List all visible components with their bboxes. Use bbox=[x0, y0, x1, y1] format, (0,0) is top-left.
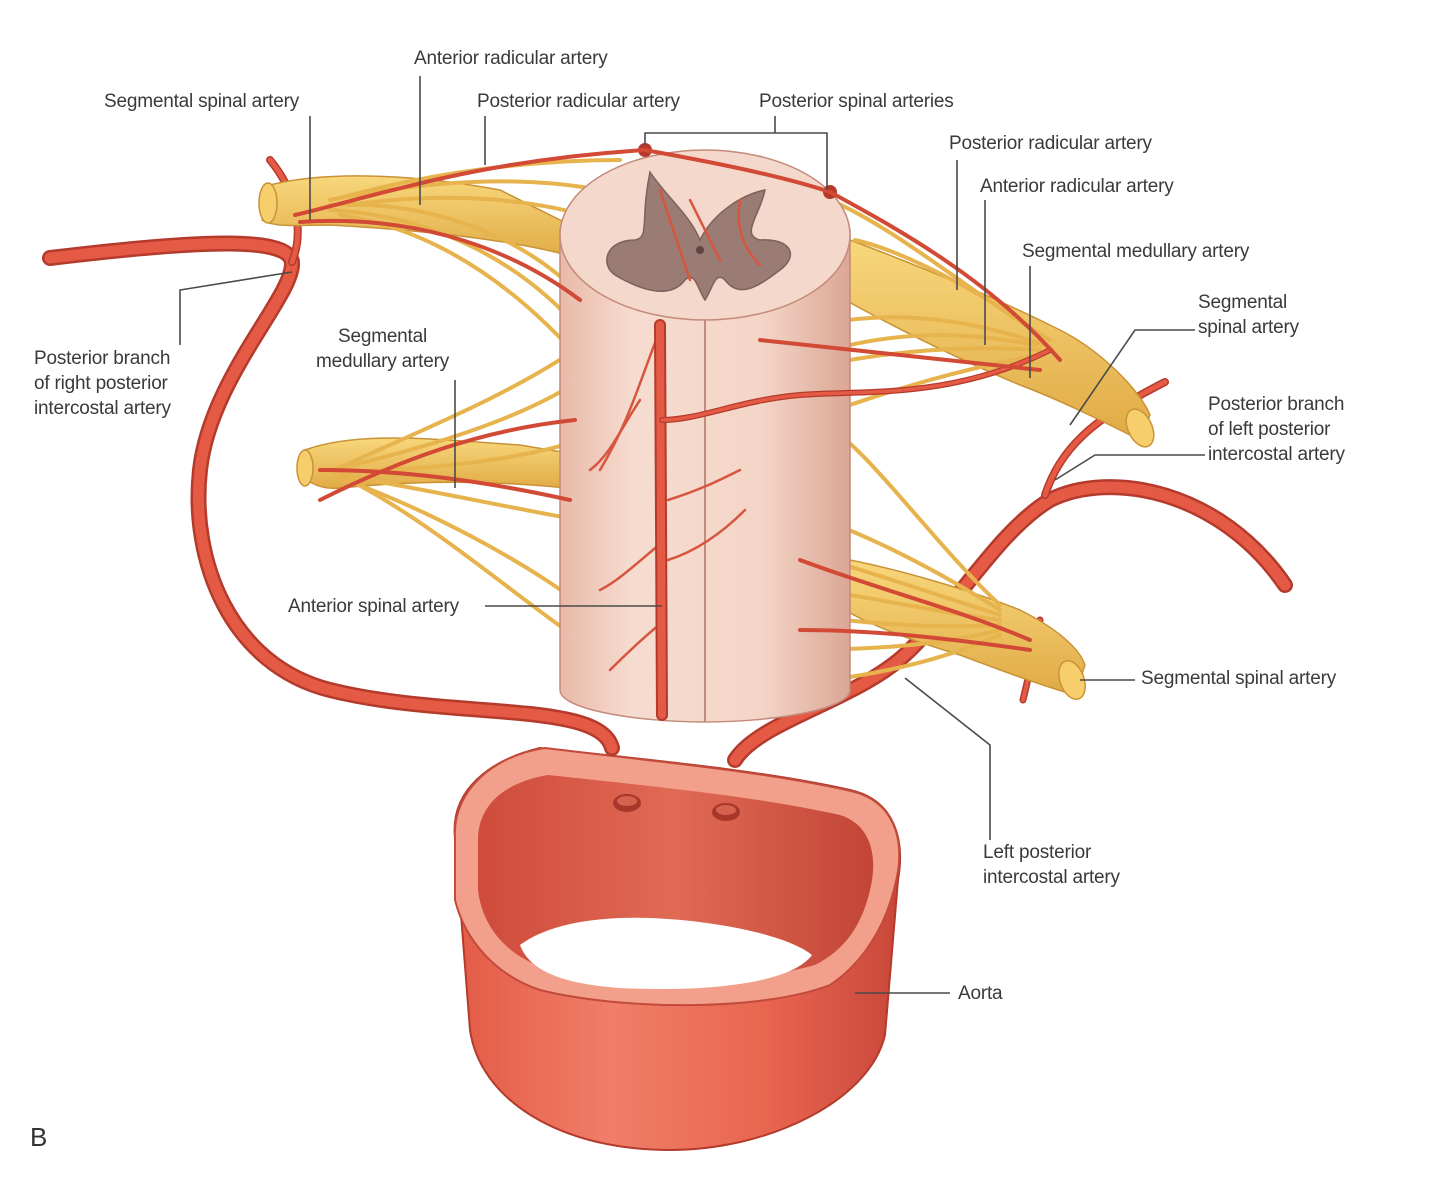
label-posterior-branch-right-intercostal: Posterior branch of right posterior inte… bbox=[34, 348, 171, 419]
radicular-arteries bbox=[293, 148, 1062, 652]
label-anterior-radicular-artery-right: Anterior radicular artery bbox=[980, 176, 1174, 197]
gray-matter bbox=[606, 170, 792, 302]
label-segmental-spinal-artery-top-left: Segmental spinal artery bbox=[104, 91, 300, 112]
label-posterior-radicular-artery-right: Posterior radicular artery bbox=[949, 133, 1152, 154]
label-left-posterior-intercostal-artery: Left posterior intercostal artery bbox=[983, 842, 1120, 888]
aorta bbox=[453, 746, 901, 1152]
label-posterior-branch-left-intercostal: Posterior branch of left posterior inter… bbox=[1208, 394, 1345, 465]
label-leaders bbox=[179, 76, 1205, 994]
panel-letter: B bbox=[30, 1122, 48, 1152]
label-segmental-spinal-artery-right: Segmental spinal artery bbox=[1198, 292, 1299, 338]
label-segmental-spinal-artery-bottom-right: Segmental spinal artery bbox=[1141, 668, 1337, 689]
right-posterior-intercostal-artery bbox=[42, 156, 620, 756]
label-anterior-radicular-artery-top: Anterior radicular artery bbox=[414, 48, 608, 69]
label-posterior-spinal-arteries: Posterior spinal arteries bbox=[759, 91, 954, 112]
label-anterior-spinal-artery: Anterior spinal artery bbox=[288, 596, 459, 617]
label-posterior-radicular-artery-top: Posterior radicular artery bbox=[477, 91, 680, 112]
label-segmental-medullary-artery-left: Segmental medullary artery bbox=[316, 326, 450, 372]
nerve-trunk-lower-left bbox=[296, 437, 586, 491]
nerve-trunk-upper-left bbox=[258, 175, 586, 262]
nerve-trunk-upper-right bbox=[844, 238, 1155, 448]
spinal-cord bbox=[559, 143, 1053, 723]
label-aorta: Aorta bbox=[958, 983, 1003, 1004]
label-segmental-medullary-artery-right: Segmental medullary artery bbox=[1022, 241, 1250, 262]
